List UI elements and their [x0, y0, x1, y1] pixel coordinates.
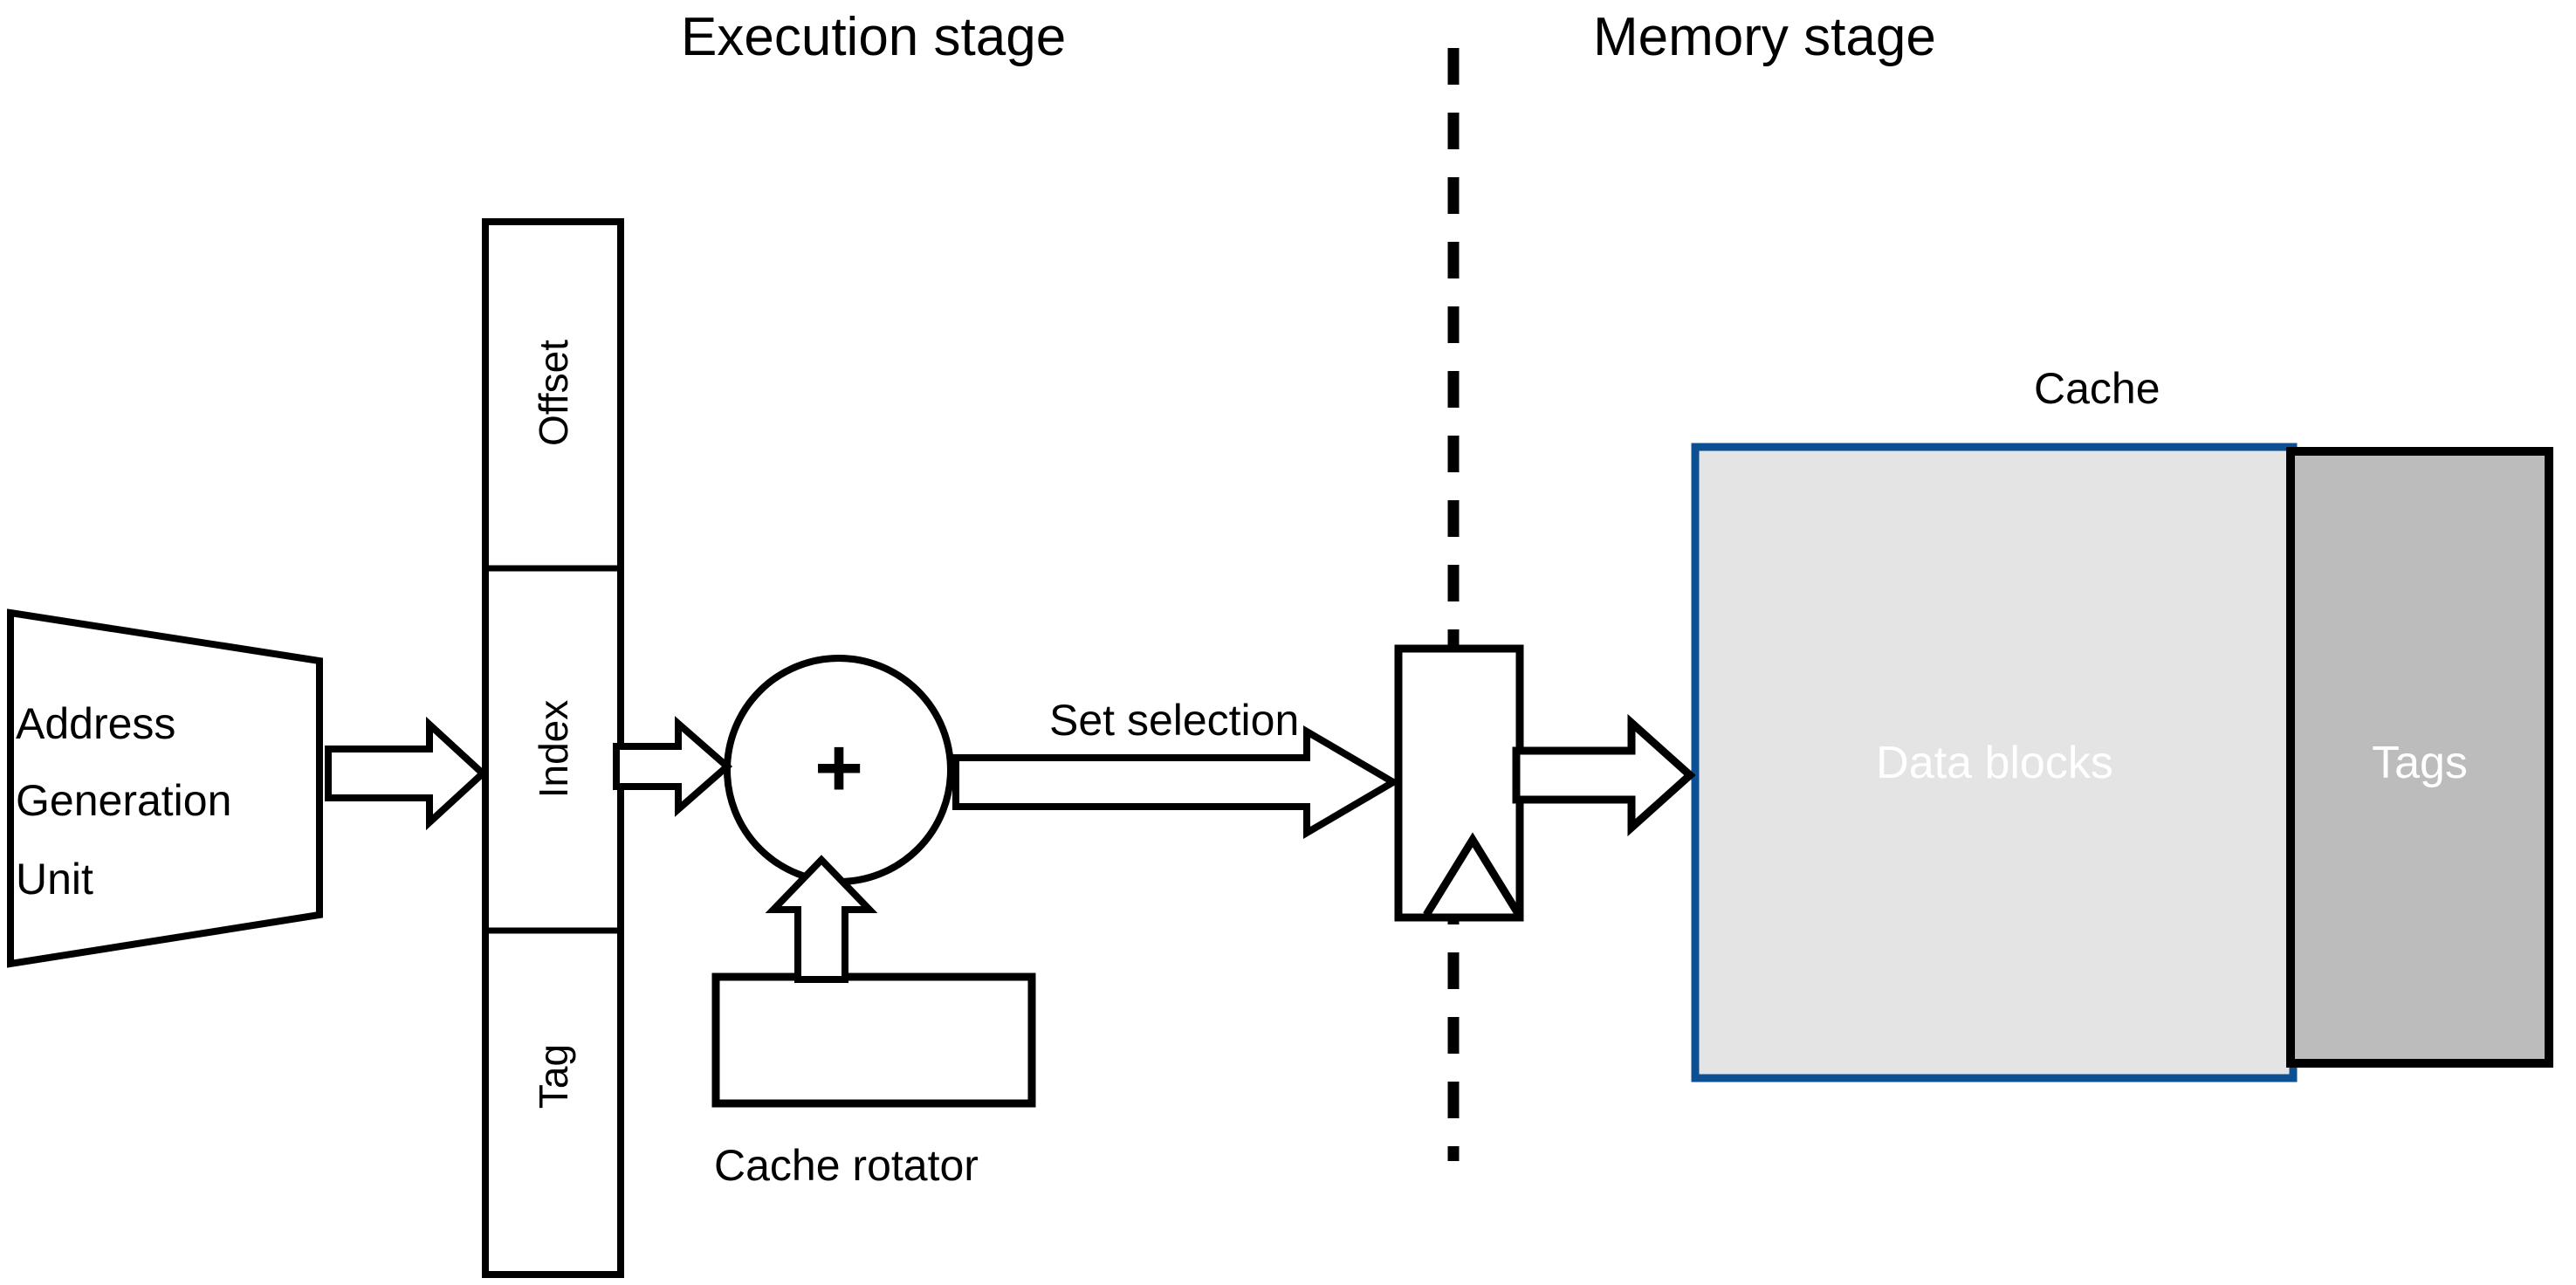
cache-title-label: Cache — [2034, 364, 2160, 413]
cache-tags-label: Tags — [2372, 738, 2468, 788]
arrow-cache-rotator-to-adder — [765, 855, 878, 983]
address-field-label-index: Index — [531, 699, 576, 799]
arrow-agu-to-address — [325, 716, 488, 831]
cache-tags-panel — [2286, 447, 2553, 1068]
cache-rotator-label: Cache rotator — [714, 1141, 979, 1190]
execution-stage-title: Execution stage — [681, 7, 1067, 67]
cache-rotator-box — [711, 972, 1036, 1108]
arrow-register-to-cache — [1512, 713, 1696, 837]
cache-data-blocks-panel — [1691, 443, 2298, 1082]
agu-label-line-1: Address — [16, 699, 176, 748]
cache-data-blocks-label: Data blocks — [1876, 738, 2113, 788]
arrow-index-to-adder — [613, 716, 733, 817]
address-generation-unit-shape — [7, 608, 323, 968]
address-field-column — [482, 218, 624, 1278]
pipeline-register-box — [1394, 644, 1524, 922]
agu-label-line-2: Generation — [16, 776, 232, 825]
address-field-label-tag: Tag — [531, 1043, 576, 1110]
set-selection-label: Set selection — [1049, 696, 1300, 745]
address-field-label-offset: Offset — [531, 340, 576, 446]
adder-plus-symbol: + — [814, 721, 864, 815]
pipeline-register-clock-triangle — [1423, 832, 1522, 917]
agu-label-line-3: Unit — [16, 855, 93, 904]
memory-stage-title: Memory stage — [1593, 7, 1936, 67]
arrow-set-selection — [952, 725, 1400, 839]
